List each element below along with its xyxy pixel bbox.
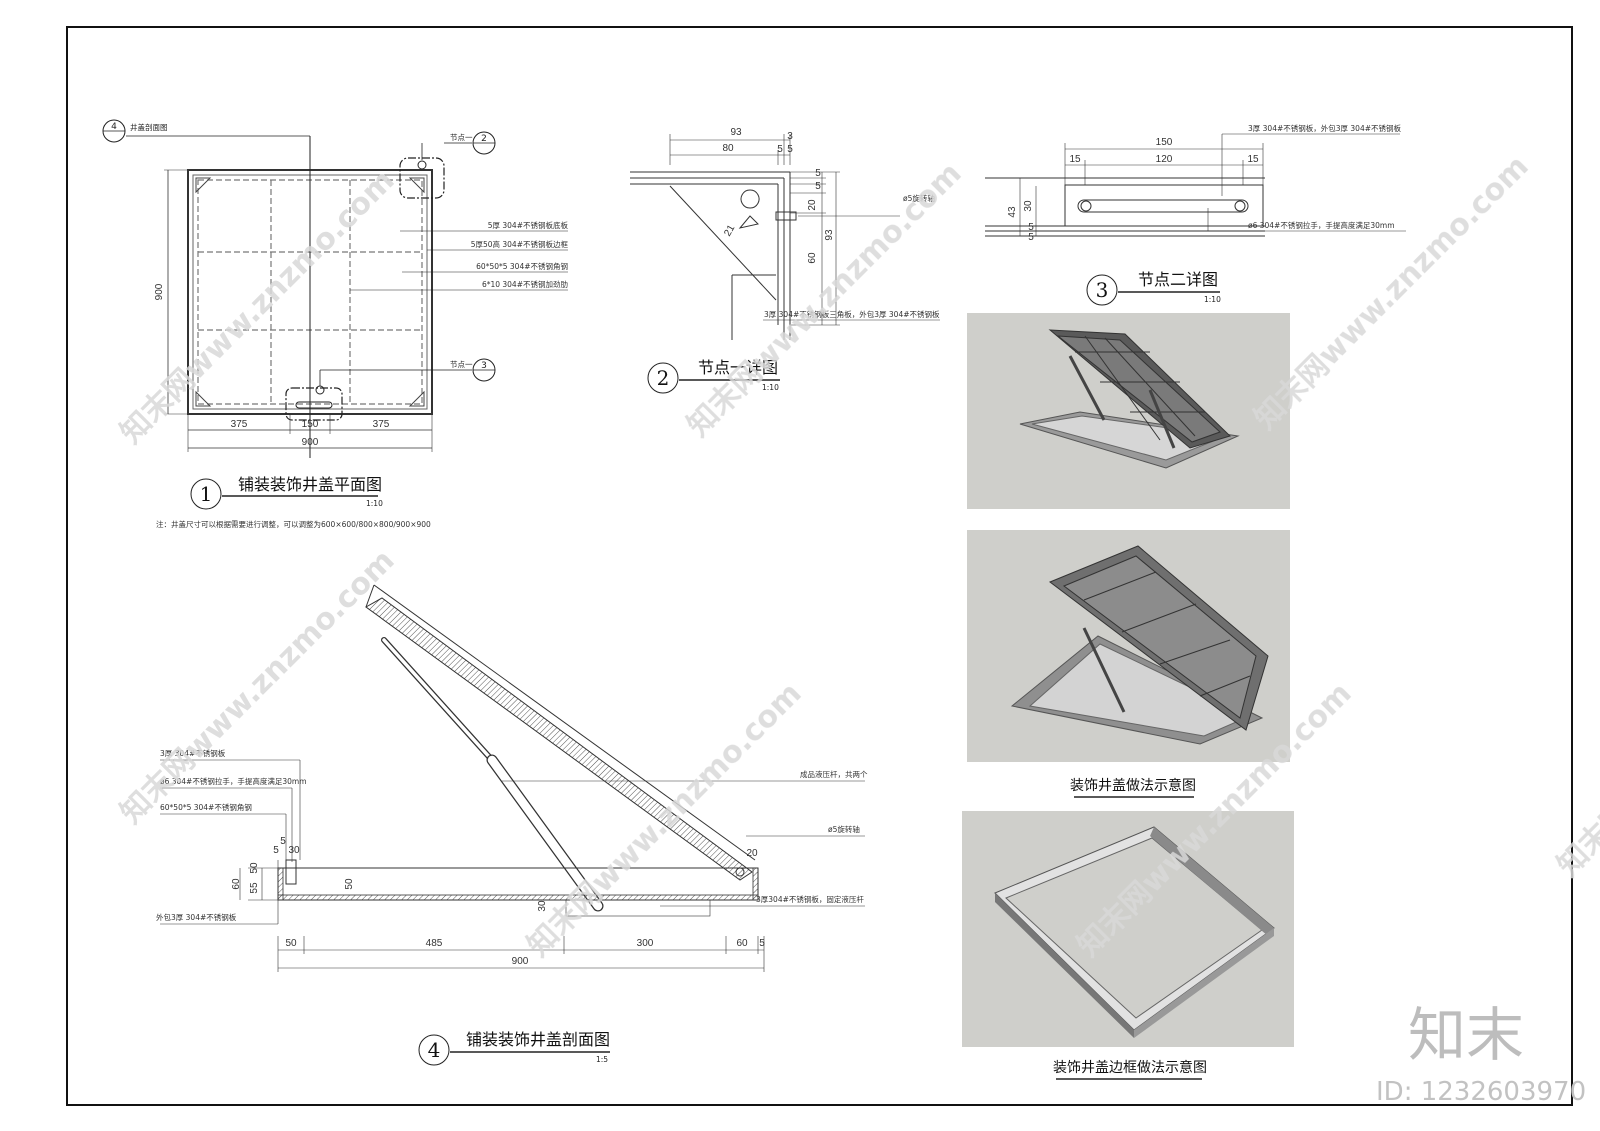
node1-scale: 1:10 <box>762 383 779 392</box>
plan-dim-375b: 375 <box>373 419 390 430</box>
node1-axis-note: ø5旋转轴 <box>903 193 935 203</box>
sheet-border <box>66 26 1573 1106</box>
plan-section-ref-num: 4 <box>111 122 117 132</box>
node2-dim-5b: 5 <box>1028 232 1034 243</box>
section-title-num: 4 <box>428 1038 441 1062</box>
node1-dim-v93: 93 <box>824 229 835 241</box>
plan-callout-2: 5厚50高 304#不锈钢板边框 <box>471 239 569 249</box>
render-caption-2: 装饰井盖边框做法示意图 <box>1053 1059 1207 1076</box>
watermark-text-7: 知末网www.znzmo.com <box>1551 596 1600 884</box>
section-left-2: ø6 304#不锈钢拉手，手提高度满足30mm <box>160 776 307 786</box>
section-title: 铺装装饰井盖剖面图 <box>466 1030 610 1049</box>
node1-dim-3: 3 <box>787 131 793 142</box>
section-dim-60b: 60 <box>736 938 748 949</box>
node2-dim-150: 150 <box>1156 137 1173 148</box>
watermark-text-3: 知末网www.znzmo.com <box>1248 149 1536 437</box>
node1-dim-5b: 5 <box>787 144 793 155</box>
node2-dim-120: 120 <box>1156 154 1173 165</box>
watermark-text-4: 知末网www.znzmo.com <box>114 543 402 831</box>
section-dim-b50: 50 <box>285 938 297 949</box>
section-right-1: 成品液压杆，共两个 <box>800 769 868 779</box>
plan-callout-4: 6*10 304#不锈钢加劲肋 <box>482 279 569 289</box>
render-open-lid-a <box>967 313 1290 509</box>
plan-view: 4 井盖剖面图 2 节点一 3 节点一 5厚 304#不锈钢板底板 5厚50高 … <box>102 119 569 529</box>
section-left-1: 3厚 304#不锈钢板 <box>160 748 226 758</box>
node1-bottom-note: 3厚 304#不锈钢板三角板，外包3厚 304#不锈钢板 <box>764 309 940 319</box>
plan-dim-150: 150 <box>302 419 319 430</box>
plan-dim-side: 900 <box>154 283 165 300</box>
watermark-text-1: 知末网www.znzmo.com <box>114 163 402 451</box>
node1-dim-21: 21 <box>722 223 737 239</box>
plan-dim-375a: 375 <box>231 419 248 430</box>
section-dim-5b: 5 <box>273 845 279 856</box>
brand-logo: 知末 <box>1408 1001 1524 1069</box>
plan-node-label-b: 节点一 <box>450 360 473 369</box>
watermark-text-5: 知末网www.znzmo.com <box>521 676 809 964</box>
node2-scale: 1:10 <box>1204 295 1221 304</box>
brand-id: ID: 1232603970 <box>1376 1077 1586 1107</box>
section-dim-30b: 30 <box>537 900 548 912</box>
node1-title-num: 2 <box>657 366 670 390</box>
section-dim-20: 20 <box>746 848 758 859</box>
node2-dim-15a: 15 <box>1069 154 1081 165</box>
node2-dim-30: 30 <box>1023 200 1034 212</box>
node2-title: 节点二详图 <box>1138 270 1218 289</box>
plan-callout-3: 60*50*5 304#不锈钢角钢 <box>476 261 568 271</box>
node2-dim-43: 43 <box>1007 206 1018 218</box>
node1-dim-v5a: 5 <box>815 168 821 179</box>
plan-dim-total: 900 <box>302 437 319 448</box>
section-dim-5: 5 <box>280 836 286 847</box>
section-dim-300: 300 <box>637 938 654 949</box>
node1-dim-60: 60 <box>807 252 818 264</box>
plan-scale: 1:10 <box>366 499 383 508</box>
plan-section-ref-label: 井盖剖面图 <box>130 122 168 132</box>
node2-title-num: 3 <box>1096 278 1109 302</box>
section-dim-60: 60 <box>231 878 242 890</box>
node1-dim-20: 20 <box>807 199 818 211</box>
section-dim-50: 50 <box>249 862 260 874</box>
node2-dim-5: 5 <box>1028 222 1034 233</box>
render-caption-1: 装饰井盖做法示意图 <box>1070 777 1196 794</box>
node2-dim-15b: 15 <box>1247 154 1259 165</box>
render-open-lid-b <box>967 530 1290 762</box>
watermark-text-2: 知末网www.znzmo.com <box>681 156 969 444</box>
plan-node3-num: 3 <box>481 361 487 371</box>
plan-note: 注：井盖尺寸可以根据需要进行调整，可以调整为600×600/800×800/90… <box>156 519 431 529</box>
section-dim-55: 55 <box>249 882 260 894</box>
section-view: 3厚 304#不锈钢板 ø6 304#不锈钢拉手，手提高度满足30mm 60*5… <box>156 584 868 1066</box>
section-dim-900: 900 <box>512 956 529 967</box>
node1-dim-5a: 5 <box>777 144 783 155</box>
section-right-3: 3厚304#不锈钢板，固定液压杆 <box>756 894 864 904</box>
section-dim-50b: 50 <box>344 878 355 890</box>
plan-node2-num: 2 <box>481 134 487 144</box>
node2-top-note: 3厚 304#不锈钢板，外包3厚 304#不锈钢板 <box>1248 123 1402 133</box>
node1-dim-v5b: 5 <box>815 181 821 192</box>
node1-dim-93: 93 <box>730 127 742 138</box>
render-frame <box>962 811 1294 1047</box>
node1-detail: 93 80 3 5 5 5 5 20 60 93 21 ø5旋转轴 3厚 304… <box>630 127 940 394</box>
section-left-4: 外包3厚 304#不锈钢板 <box>156 912 237 922</box>
node2-handle-note: ø6 304#不锈钢拉手，手提高度满足30mm <box>1248 220 1395 230</box>
section-scale: 1:5 <box>596 1055 608 1064</box>
plan-node-label-a: 节点一 <box>450 133 473 142</box>
watermark-layer: 知末网www.znzmo.com 知末网www.znzmo.com 知末网www… <box>114 149 1600 964</box>
section-dim-485: 485 <box>426 938 443 949</box>
section-dim-5c: 5 <box>759 938 765 949</box>
plan-title: 铺装装饰井盖平面图 <box>238 475 382 494</box>
section-left-3: 60*50*5 304#不锈钢角钢 <box>160 802 252 812</box>
section-dim-30: 30 <box>288 845 300 856</box>
plan-callout-1: 5厚 304#不锈钢板底板 <box>488 220 569 230</box>
plan-title-num: 1 <box>200 482 213 506</box>
node2-detail: 150 15 120 15 43 30 5 5 3厚 304#不锈钢板，外包3厚… <box>985 123 1406 306</box>
node1-title: 节点一详图 <box>698 358 778 377</box>
section-right-2: ø5旋转轴 <box>828 824 860 834</box>
node1-dim-80: 80 <box>722 143 734 154</box>
